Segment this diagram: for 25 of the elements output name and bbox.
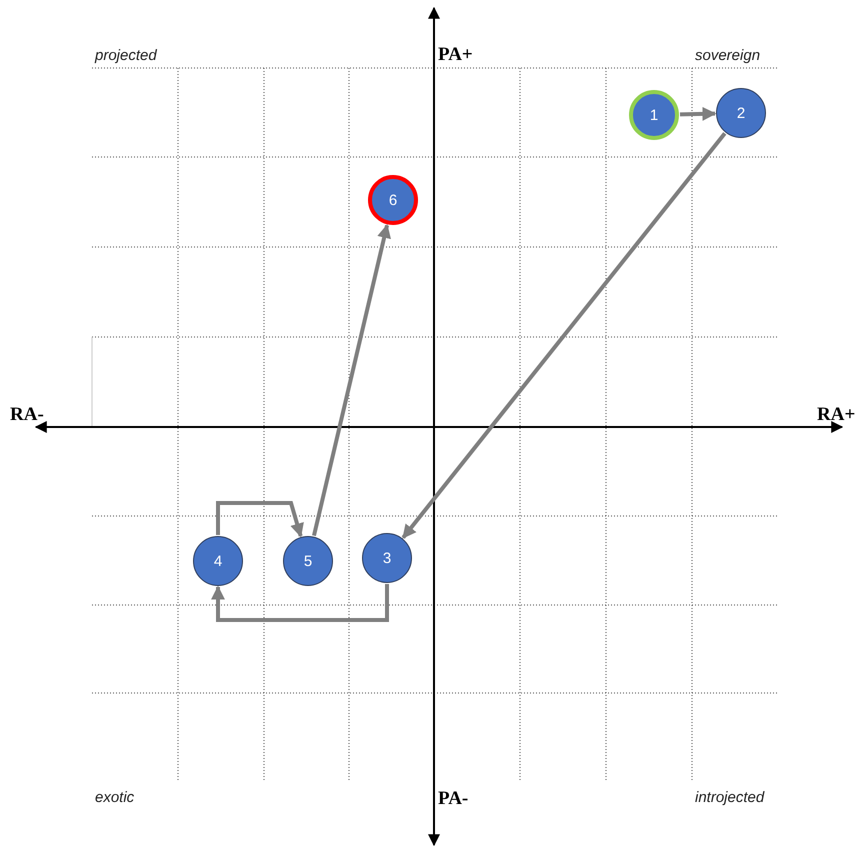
axis-label: RA- (10, 404, 44, 426)
axis-label: PA+ (438, 44, 473, 66)
numbered-circle (283, 536, 333, 586)
axis-label: RA+ (817, 404, 856, 426)
numbered-circle (193, 536, 243, 586)
node-number: 6 (388, 192, 398, 208)
quadrant-label: exotic (95, 789, 134, 806)
arrow (680, 106, 716, 121)
quadrant-label: sovereign (695, 47, 760, 64)
quadrant-label: projected (95, 47, 157, 64)
arrow (216, 501, 304, 538)
numbered-circle (716, 88, 766, 138)
node-number: 1 (650, 106, 658, 124)
node-number: 2 (736, 104, 746, 122)
node-number: 5 (304, 552, 312, 570)
arrow (312, 224, 391, 536)
numbered-circle (629, 90, 679, 140)
arrow (211, 584, 389, 622)
axis-label: PA- (438, 788, 468, 810)
quadrant-label: introjected (695, 789, 764, 806)
numbered-circle (368, 175, 418, 225)
node-number: 3 (382, 550, 392, 566)
node-number: 4 (214, 552, 222, 570)
numbered-circle (362, 533, 412, 583)
arrow (402, 132, 726, 539)
